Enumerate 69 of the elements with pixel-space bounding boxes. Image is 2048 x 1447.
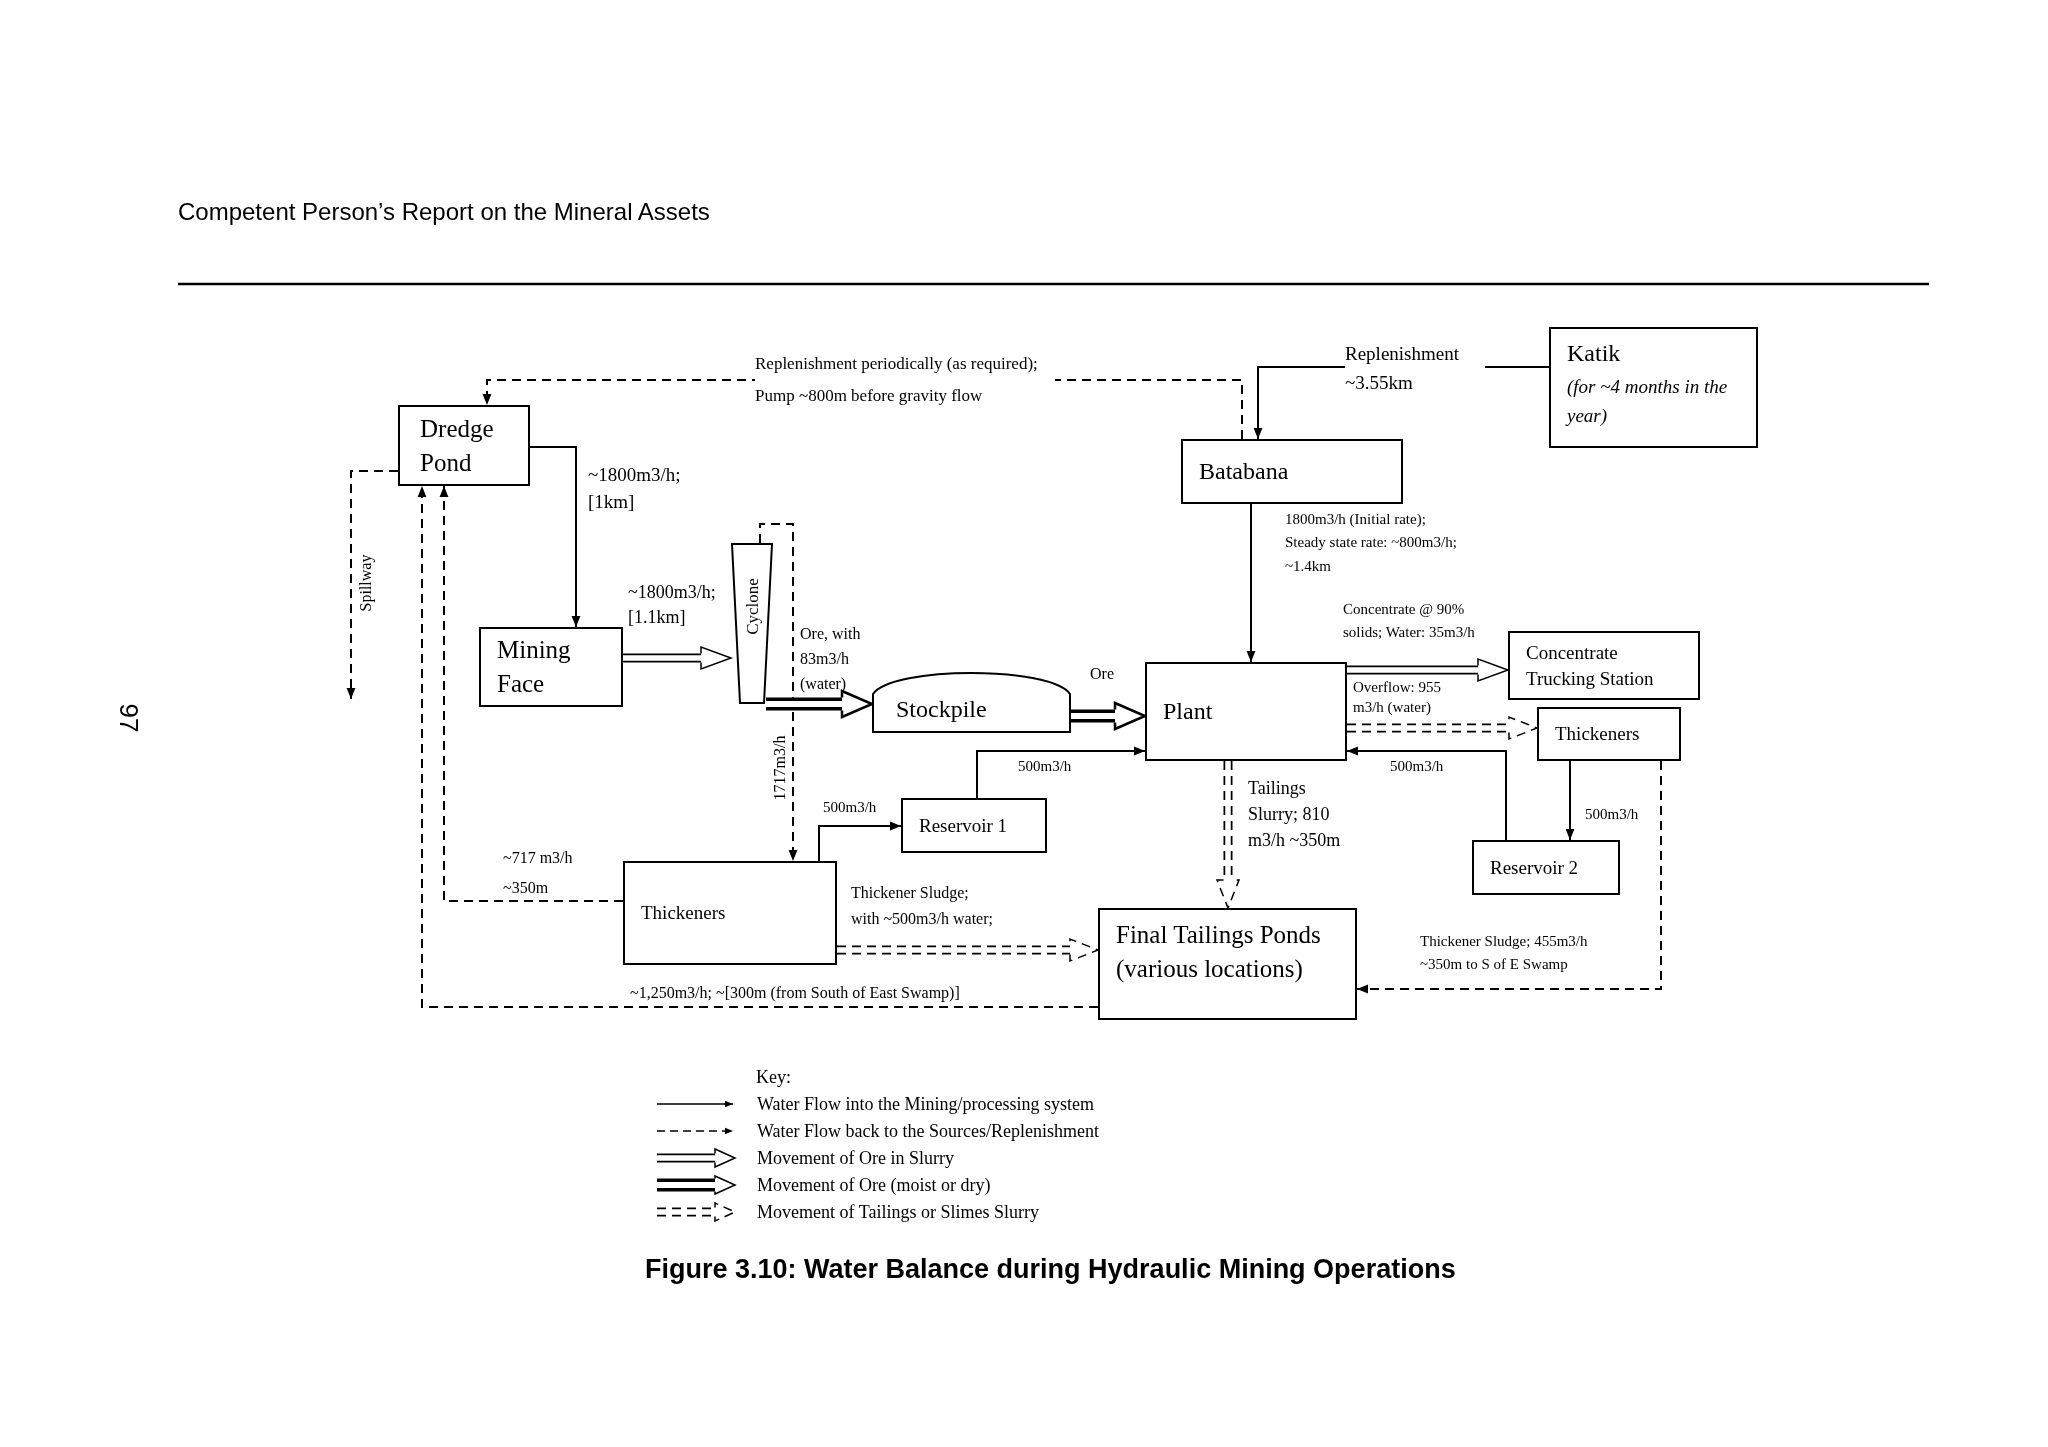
box-label: Stockpile: [895, 697, 987, 724]
dashed-arrow: [759, 523, 798, 862]
process-box: [901, 798, 1047, 853]
dashed-arrow: [346, 470, 399, 700]
arrow: [529, 446, 581, 628]
tailings-arrow: [1347, 715, 1540, 741]
box-label: Reservoir 2: [1490, 855, 1580, 880]
figure-caption: Figure 3.10: Water Balance during Hydraulic Mining Operations: [645, 1256, 1457, 1283]
process-box: [479, 627, 623, 707]
process-box: [1537, 707, 1681, 761]
page-number: 97: [116, 703, 143, 733]
process-box: [1472, 840, 1620, 895]
box-note: (for ~4 months in the year): [1567, 375, 1729, 428]
process-box: [1098, 908, 1357, 1020]
stockpile-mound: [872, 672, 1071, 733]
process-box: [1181, 439, 1403, 504]
slurry-arrow: [1347, 657, 1511, 683]
edge-label: 500m3/h: [823, 798, 878, 816]
process-box: [623, 861, 837, 965]
edge-label: Thickener Sludge; with ~500m3/h water;: [851, 883, 994, 929]
slurry-arrow: [623, 645, 734, 671]
box-label: Final Tailings Ponds (various locations): [1116, 920, 1322, 985]
box-label: Thickeners: [1555, 722, 1641, 747]
edge-label: Tailings Slurry; 810 m3/h ~350m: [1248, 777, 1342, 853]
box-label: Katik: [1567, 339, 1622, 368]
edge-label: Ore: [1090, 664, 1115, 684]
arrow: [818, 821, 902, 862]
edge-label: ~717 m3/h ~350m: [503, 848, 574, 899]
process-box: [1145, 662, 1347, 761]
process-box: [1549, 327, 1758, 448]
legend-text: Water Flow into the Mining/processing system: [757, 1095, 1095, 1113]
edge-label: 500m3/h: [1390, 757, 1445, 775]
edge-label: 1717m3/h: [772, 734, 788, 803]
dashed-arrow: [417, 485, 1099, 1008]
box-label: Concentrate Trucking Station: [1526, 640, 1655, 691]
tailings-arrow: [837, 937, 1101, 963]
box-label: Thickeners: [641, 901, 727, 926]
box-label: Cyclone: [743, 577, 761, 637]
process-box: [398, 405, 530, 486]
box-label: Batabana: [1199, 457, 1290, 487]
box-label: Plant: [1163, 697, 1214, 727]
edge-label: Thickener Sludge; 455m3/h ~350m to S of E Swamp: [1420, 932, 1589, 975]
box-label: Mining Face: [497, 635, 572, 699]
arrow: [1246, 503, 1256, 663]
arrow: [1565, 760, 1575, 841]
tailings-arrow: [1215, 761, 1241, 911]
edge-label: ~1,250m3/h; ~[300m (from South of East Swamp)]: [630, 983, 961, 1003]
legend-text: Movement of Tailings or Slimes Slurry: [757, 1203, 1039, 1221]
edge-label: 500m3/h: [1018, 757, 1073, 775]
legend-text: Water Flow back to the Sources/Replenishment: [757, 1122, 1099, 1140]
arrow: [1346, 746, 1507, 841]
box-label: Reservoir 1: [919, 813, 1009, 838]
edge-label: Spillway: [358, 553, 374, 614]
legend-text: Movement of Ore (moist or dry): [757, 1176, 991, 1194]
dashed-arrow: [439, 485, 624, 902]
box-label: Dredge Pond: [420, 413, 495, 478]
edge-label: 500m3/h: [1585, 805, 1640, 823]
edge-label: Overflow: 955 m3/h (water): [1353, 678, 1442, 718]
legend-text: Movement of Ore in Slurry: [757, 1149, 954, 1167]
key-heading: Key:: [756, 1068, 791, 1086]
dashed-arrow: [1356, 760, 1662, 994]
edge-label: ~1800m3/h; [1km]: [588, 463, 682, 514]
process-box: [1508, 631, 1700, 700]
edge-label: Ore, with 83m3/h (water): [800, 624, 862, 695]
edge-label: 1800m3/h (Initial rate); Steady state rate: ~800m3/h; ~1.4km: [1285, 510, 1457, 576]
edge-label: ~1800m3/h; [1.1km]: [628, 581, 717, 630]
arrow: [976, 746, 1146, 799]
edge-label: Concentrate @ 90% solids; Water: 35m3/h: [1343, 600, 1476, 643]
header-text: Competent Person’s Report on the Mineral Assets: [178, 200, 710, 224]
